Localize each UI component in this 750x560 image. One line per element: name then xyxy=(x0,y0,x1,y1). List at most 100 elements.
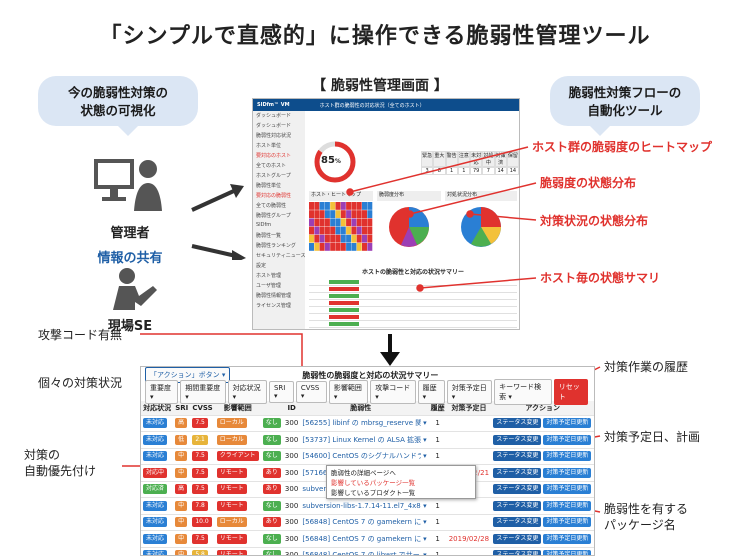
schedule-date[interactable] xyxy=(446,431,492,449)
filter-dropdown[interactable]: 履歴 ▾ xyxy=(417,380,445,404)
heatmap-cell[interactable] xyxy=(319,226,325,235)
status-badge[interactable]: 対応済 xyxy=(143,484,168,495)
heatmap-cell[interactable] xyxy=(356,202,362,210)
sidebar-item[interactable]: 要対応の脆弱性 xyxy=(256,193,292,199)
sidebar-item[interactable]: 脆弱性情報管理 xyxy=(256,293,292,299)
plan-update-button[interactable]: 対策予定日更新 xyxy=(543,418,592,429)
plan-update-button[interactable]: 対策予定日更新 xyxy=(543,467,592,478)
status-badge[interactable]: 未対応 xyxy=(143,434,168,445)
status-change-button[interactable]: ステータス変更 xyxy=(493,500,542,511)
menu-icon[interactable]: ▾ xyxy=(421,415,429,432)
heatmap-cell[interactable] xyxy=(340,210,346,218)
heatmap-cell[interactable] xyxy=(314,218,320,227)
filter-dropdown[interactable]: 対応状況 ▾ xyxy=(227,380,267,404)
status-change-button[interactable]: ステータス変更 xyxy=(493,451,542,462)
heatmap-cell[interactable] xyxy=(314,202,320,210)
heatmap-cell[interactable] xyxy=(362,226,367,235)
status-badge[interactable]: 未対応 xyxy=(143,451,168,462)
heatmap-cell[interactable] xyxy=(340,202,346,210)
heatmap-cell[interactable] xyxy=(324,243,330,251)
menu-icon[interactable]: ▾ xyxy=(421,497,429,515)
filter-dropdown[interactable]: SRI ▾ xyxy=(268,381,294,403)
heatmap-cell[interactable] xyxy=(309,243,314,251)
heatmap-cell[interactable] xyxy=(346,234,352,243)
plan-update-button[interactable]: 対策予定日更新 xyxy=(543,484,592,495)
heatmap-cell[interactable] xyxy=(319,234,325,243)
history-count[interactable]: 1 xyxy=(428,415,447,432)
sidebar-item[interactable]: ダッシュボード xyxy=(256,113,292,119)
reset-button[interactable]: リセット xyxy=(553,379,589,405)
schedule-date[interactable]: 2019/02/28 xyxy=(446,530,492,548)
sidebar-item[interactable]: 設定 xyxy=(256,263,267,269)
history-count[interactable]: 1 xyxy=(428,514,447,531)
sidebar-item[interactable]: 脆弱性グループ xyxy=(256,213,291,219)
status-badge[interactable]: 未対応 xyxy=(143,418,168,429)
menu-icon[interactable]: ▾ xyxy=(421,547,429,555)
popup-menu-item[interactable]: 脆弱性の詳細ページへ xyxy=(331,469,396,477)
heatmap-cell[interactable] xyxy=(356,210,362,218)
heatmap-cell[interactable] xyxy=(346,243,352,251)
heatmap-cell[interactable] xyxy=(346,218,352,227)
column-header[interactable]: 脆弱性 xyxy=(300,401,422,416)
menu-icon[interactable]: ▾ xyxy=(421,514,429,531)
status-badge[interactable]: 未対応 xyxy=(143,500,168,511)
sidebar-item[interactable]: 脆弱性ランキング xyxy=(256,243,296,249)
heatmap-cell[interactable] xyxy=(324,202,330,210)
status-change-button[interactable]: ステータス変更 xyxy=(493,434,542,445)
heatmap-cell[interactable] xyxy=(367,210,373,218)
heatmap-cell[interactable] xyxy=(309,202,314,210)
heatmap-cell[interactable] xyxy=(330,202,336,210)
heatmap-cell[interactable] xyxy=(330,226,336,235)
heatmap-cell[interactable] xyxy=(367,243,373,251)
vulnerability-link[interactable]: [56848] CentOS 7 の gamekern に関連の処... xyxy=(300,514,422,531)
column-header[interactable] xyxy=(421,401,429,416)
heatmap-cell[interactable] xyxy=(362,210,367,218)
status-badge[interactable]: 未対応 xyxy=(143,550,168,555)
status-change-button[interactable]: ステータス変更 xyxy=(493,533,542,544)
heatmap-cell[interactable] xyxy=(356,226,362,235)
heatmap-cell[interactable] xyxy=(346,226,352,235)
sidebar-item[interactable]: ホストグループ xyxy=(256,173,291,179)
column-header[interactable]: SRI xyxy=(173,401,191,416)
heatmap-cell[interactable] xyxy=(309,210,314,218)
heatmap-cell[interactable] xyxy=(309,234,314,243)
filter-dropdown[interactable]: 攻撃コード ▾ xyxy=(370,380,416,404)
sidebar-item[interactable]: 全ての脆弱性 xyxy=(256,203,287,209)
status-badge[interactable]: 対応中 xyxy=(143,467,168,478)
sidebar-item[interactable]: ライセンス管理 xyxy=(256,303,291,309)
filter-dropdown[interactable]: 影響範囲 ▾ xyxy=(328,380,369,404)
plan-update-button[interactable]: 対策予定日更新 xyxy=(543,451,592,462)
sidebar-item[interactable]: ユーザ管理 xyxy=(256,283,281,289)
plan-update-button[interactable]: 対策予定日更新 xyxy=(543,500,592,511)
sidebar-item[interactable]: 脆弱性単位 xyxy=(256,183,282,189)
sidebar-item[interactable]: ダッシュボード xyxy=(256,123,292,129)
heatmap-cell[interactable] xyxy=(335,243,341,251)
heatmap-cell[interactable] xyxy=(319,210,325,218)
history-count[interactable]: 1 xyxy=(428,547,447,555)
heatmap-cell[interactable] xyxy=(324,234,330,243)
schedule-date[interactable] xyxy=(446,497,492,515)
heatmap-cell[interactable] xyxy=(356,218,362,227)
heatmap-cell[interactable] xyxy=(335,218,341,227)
sidebar-item[interactable]: 脆弱性対応状況 xyxy=(256,133,292,139)
heatmap-cell[interactable] xyxy=(330,210,336,218)
heatmap-cell[interactable] xyxy=(330,234,336,243)
heatmap-cell[interactable] xyxy=(346,210,352,218)
heatmap-cell[interactable] xyxy=(367,202,373,210)
heatmap-cell[interactable] xyxy=(335,226,341,235)
vulnerability-link[interactable]: subversion-libs-1.7.14-11.el7_4x86_64.rp… xyxy=(300,497,422,515)
status-change-button[interactable]: ステータス変更 xyxy=(493,484,542,495)
column-header[interactable]: CVSS xyxy=(190,401,215,416)
status-change-button[interactable]: ステータス変更 xyxy=(493,550,542,555)
heatmap-cell[interactable] xyxy=(324,210,330,218)
heatmap-cell[interactable] xyxy=(309,226,314,235)
sidebar-item[interactable]: ホスト単位 xyxy=(256,143,282,149)
column-header[interactable]: 影響範囲 xyxy=(214,401,261,416)
menu-icon[interactable]: ▾ xyxy=(421,448,429,465)
history-count[interactable]: 1 xyxy=(428,497,447,515)
popup-menu-item[interactable]: 影響しているパッケージ一覧 xyxy=(331,479,416,487)
plan-update-button[interactable]: 対策予定日更新 xyxy=(543,550,592,555)
